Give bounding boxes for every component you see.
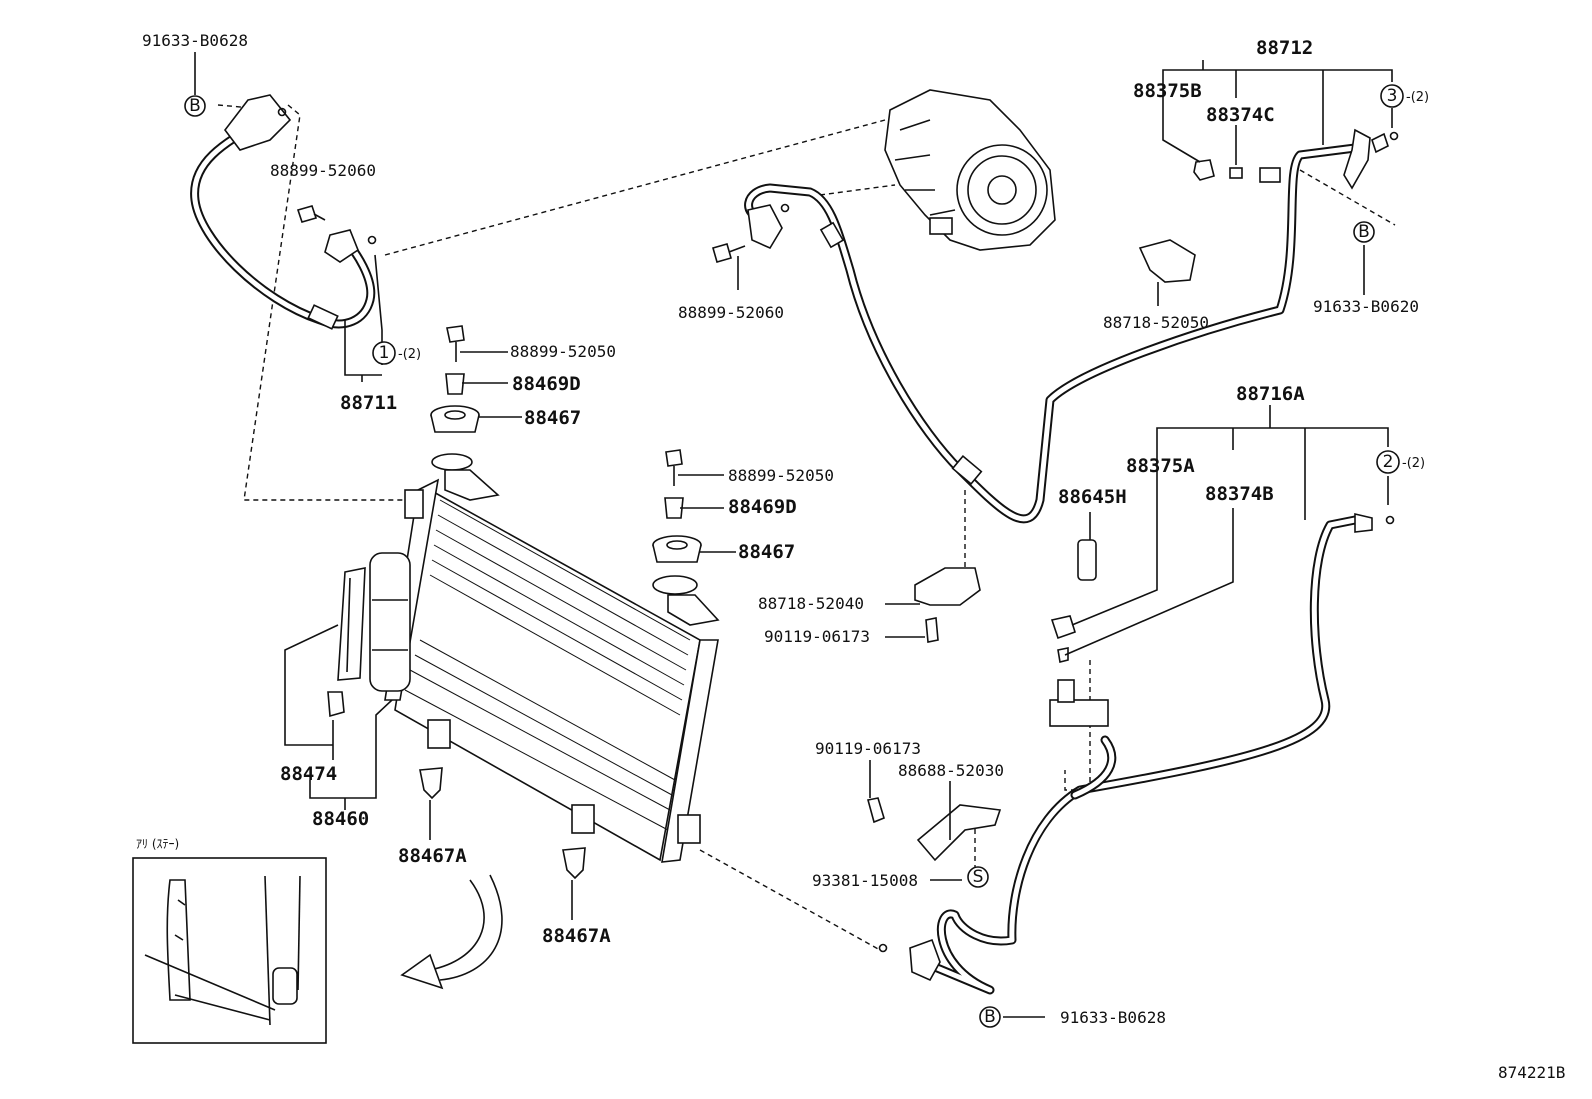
callout-b-bottom: B — [979, 1006, 1001, 1028]
inset-box — [132, 857, 327, 1044]
label-91633-b0628-top: 91633-B0628 — [142, 31, 248, 50]
label-88899-52050-a: 88899-52050 — [510, 342, 616, 361]
callout-3: 3 — [1380, 84, 1404, 108]
label-88711: 88711 — [340, 392, 397, 414]
figure-code: 874221B — [1498, 1063, 1565, 1082]
label-88467-a: 88467 — [524, 407, 581, 429]
callout-s: S — [967, 866, 989, 888]
label-88712: 88712 — [1256, 37, 1313, 59]
label-88716a: 88716A — [1236, 383, 1305, 405]
label-leaders — [194, 52, 1393, 1018]
label-88899-52060-mid: 88899-52060 — [678, 303, 784, 322]
label-88374c: 88374C — [1206, 104, 1275, 126]
small-parts-right — [712, 159, 1281, 862]
callout-s-text: S — [973, 867, 984, 887]
o-ring-markers — [277, 107, 1399, 953]
label-88460: 88460 — [312, 808, 369, 830]
callout-1: 1 — [372, 341, 396, 365]
condenser-88460 — [369, 453, 720, 863]
compressor — [884, 89, 1056, 251]
label-88374b: 88374B — [1205, 483, 1274, 505]
condenser-fins — [404, 499, 691, 831]
label-88899-52060-left: 88899-52060 — [270, 161, 376, 180]
discharge-hose-88711 — [190, 94, 376, 330]
label-90119-06173-a: 90119-06173 — [764, 627, 870, 646]
label-88375b: 88375B — [1133, 80, 1202, 102]
label-88467a-left: 88467A — [398, 845, 467, 867]
callout-3-qty: -(2) — [1406, 90, 1429, 105]
inset-title: ｱﾘ (ｽﾃｰ) — [136, 837, 179, 851]
callout-b-bottom-text: B — [984, 1007, 996, 1027]
callout-1-text: 1 — [379, 343, 390, 363]
callout-3-text: 3 — [1387, 86, 1398, 106]
label-88688-52030: 88688-52030 — [898, 761, 1004, 780]
label-88467a-right: 88467A — [542, 925, 611, 947]
label-88718-52040: 88718-52040 — [758, 594, 864, 613]
callout-2-text: 2 — [1383, 452, 1394, 472]
label-91633-b0620: 91633-B0620 — [1313, 297, 1419, 316]
liquid-pipe-88716a — [909, 512, 1373, 995]
callout-1-qty: -(2) — [398, 347, 421, 362]
label-88469d-a: 88469D — [512, 373, 581, 395]
callout-b-top-text: B — [189, 96, 201, 116]
label-88718-52050: 88718-52050 — [1103, 313, 1209, 332]
label-88375a: 88375A — [1126, 455, 1195, 477]
rotation-arrow — [400, 874, 503, 990]
label-88899-52050-b: 88899-52050 — [728, 466, 834, 485]
suction-hose — [744, 128, 1389, 524]
callout-b-top: B — [184, 95, 206, 117]
label-93381-15008: 93381-15008 — [812, 871, 918, 890]
small-parts-left — [296, 205, 702, 880]
callout-b-right-text: B — [1358, 222, 1370, 242]
callout-2-qty: -(2) — [1402, 456, 1425, 471]
label-88645h: 88645H — [1058, 486, 1127, 508]
label-91633-b0628-bottom: 91633-B0628 — [1060, 1008, 1166, 1027]
callout-b-right: B — [1353, 221, 1375, 243]
label-88467-b: 88467 — [738, 541, 795, 563]
label-88474: 88474 — [280, 763, 337, 785]
dashed-leaders — [217, 104, 1396, 951]
callout-2: 2 — [1376, 450, 1400, 474]
label-88469d-b: 88469D — [728, 496, 797, 518]
label-90119-06173-b: 90119-06173 — [815, 739, 921, 758]
